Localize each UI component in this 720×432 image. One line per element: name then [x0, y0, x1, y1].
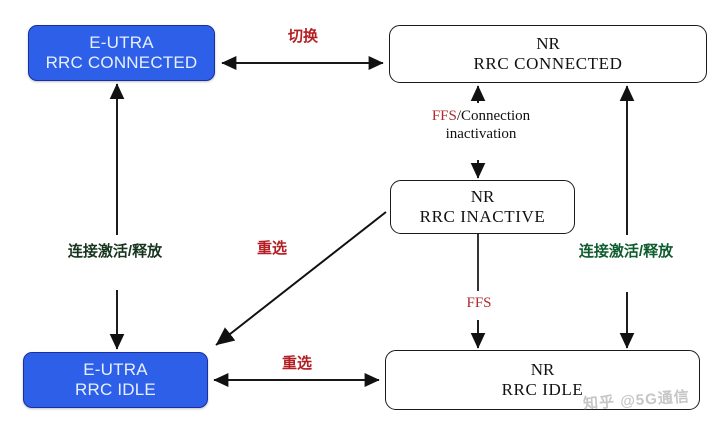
node-eutra-rrc-idle-line1: E-UTRA [83, 360, 148, 380]
node-eutra-rrc-connected-line1: E-UTRA [89, 33, 154, 53]
label-reselection-bottom: 重选 [281, 355, 312, 372]
node-eutra-rrc-idle-line2: RRC IDLE [75, 380, 156, 399]
node-nr-rrc-connected[interactable]: NR RRC CONNECTED [389, 25, 707, 83]
node-eutra-rrc-connected-line2: RRC CONNECTED [45, 53, 198, 72]
node-nr-rrc-inactive[interactable]: NR RRC INACTIVE [390, 180, 575, 234]
node-nr-rrc-idle-line1: NR [530, 360, 555, 380]
label-ffs-idle: FFS [466, 295, 492, 311]
node-nr-rrc-connected-line2: RRC CONNECTED [473, 54, 623, 73]
node-eutra-rrc-idle[interactable]: E-UTRA RRC IDLE [23, 352, 208, 408]
node-nr-rrc-connected-line1: NR [536, 34, 560, 54]
node-nr-rrc-idle-line2: RRC IDLE [501, 380, 584, 399]
label-ffs-connection-inactivation: FFS/Connection inactivation [398, 108, 564, 143]
label-inactivation-text: inactivation [445, 125, 517, 142]
label-connection-activate-release-left: 连接激活/释放 [67, 243, 163, 260]
node-eutra-rrc-connected[interactable]: E-UTRA RRC CONNECTED [28, 25, 215, 81]
edge-reselection-diagonal [215, 211, 387, 346]
node-nr-rrc-inactive-line2: RRC INACTIVE [419, 207, 546, 226]
label-connection-text: /Connection [456, 108, 531, 124]
label-ffs-red: FFS [431, 108, 457, 124]
label-connection-activate-release-right: 连接激活/释放 [578, 243, 674, 260]
label-reselection-diagonal: 重选 [256, 240, 287, 257]
label-handover: 切换 [287, 28, 318, 45]
node-nr-rrc-inactive-line1: NR [470, 187, 495, 207]
node-nr-rrc-idle[interactable]: NR RRC IDLE [385, 350, 700, 410]
